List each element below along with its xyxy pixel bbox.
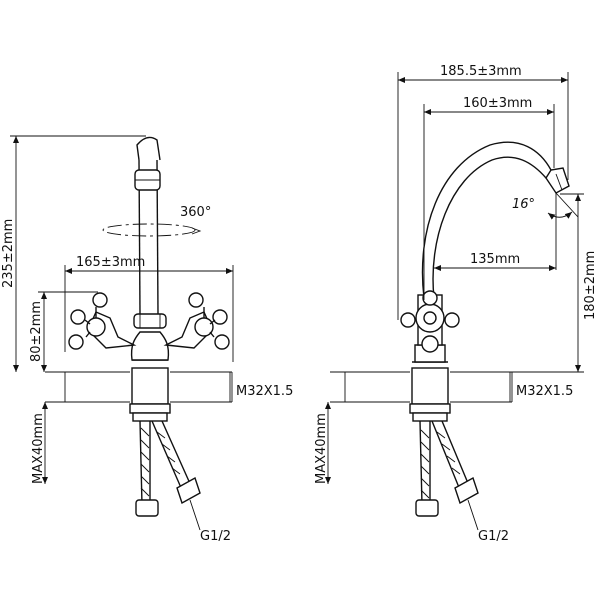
front-max-depth-label: MAX40mm (31, 413, 46, 484)
front-left-handle (68, 292, 137, 350)
front-base-height-label: 80±2mm (29, 301, 44, 362)
side-max-depth-label: MAX40mm (314, 413, 329, 484)
side-dimensions: 185.5±3mm 160±3mm 16° 135mm 180±2mm MAX4… (314, 64, 598, 544)
front-width-label: 165±3mm (76, 255, 145, 270)
front-hose-label: G1/2 (200, 529, 231, 544)
front-spout (134, 136, 161, 315)
side-hose-label: G1/2 (478, 529, 509, 544)
front-body (130, 313, 170, 361)
side-spout (421, 141, 570, 299)
side-handle (400, 290, 460, 353)
rotation-label: 360° (180, 205, 211, 220)
side-countertop (330, 368, 512, 408)
front-hoses (135, 420, 201, 517)
outer-reach-label: 185.5±3mm (440, 64, 522, 79)
front-dimensions: 235±2mm 165±3mm 80±2mm MAX40mm M32X1.5 G… (1, 135, 293, 544)
front-height-label: 235±2mm (1, 219, 16, 288)
inner-reach-label: 160±3mm (463, 96, 532, 111)
spout-angle-label: 16° (512, 197, 535, 212)
spout-reach-label: 135mm (470, 252, 520, 267)
side-view: 185.5±3mm 160±3mm 16° 135mm 180±2mm MAX4… (314, 64, 598, 544)
spout-height-label: 180±2mm (583, 251, 598, 320)
front-rotation-indicator: 360° (102, 205, 211, 237)
side-hoses (415, 420, 479, 517)
side-thread-label: M32X1.5 (516, 384, 573, 399)
front-countertop (45, 368, 232, 408)
front-thread-label: M32X1.5 (236, 384, 293, 399)
front-right-handle (163, 292, 230, 350)
front-view: 360° (1, 135, 293, 544)
